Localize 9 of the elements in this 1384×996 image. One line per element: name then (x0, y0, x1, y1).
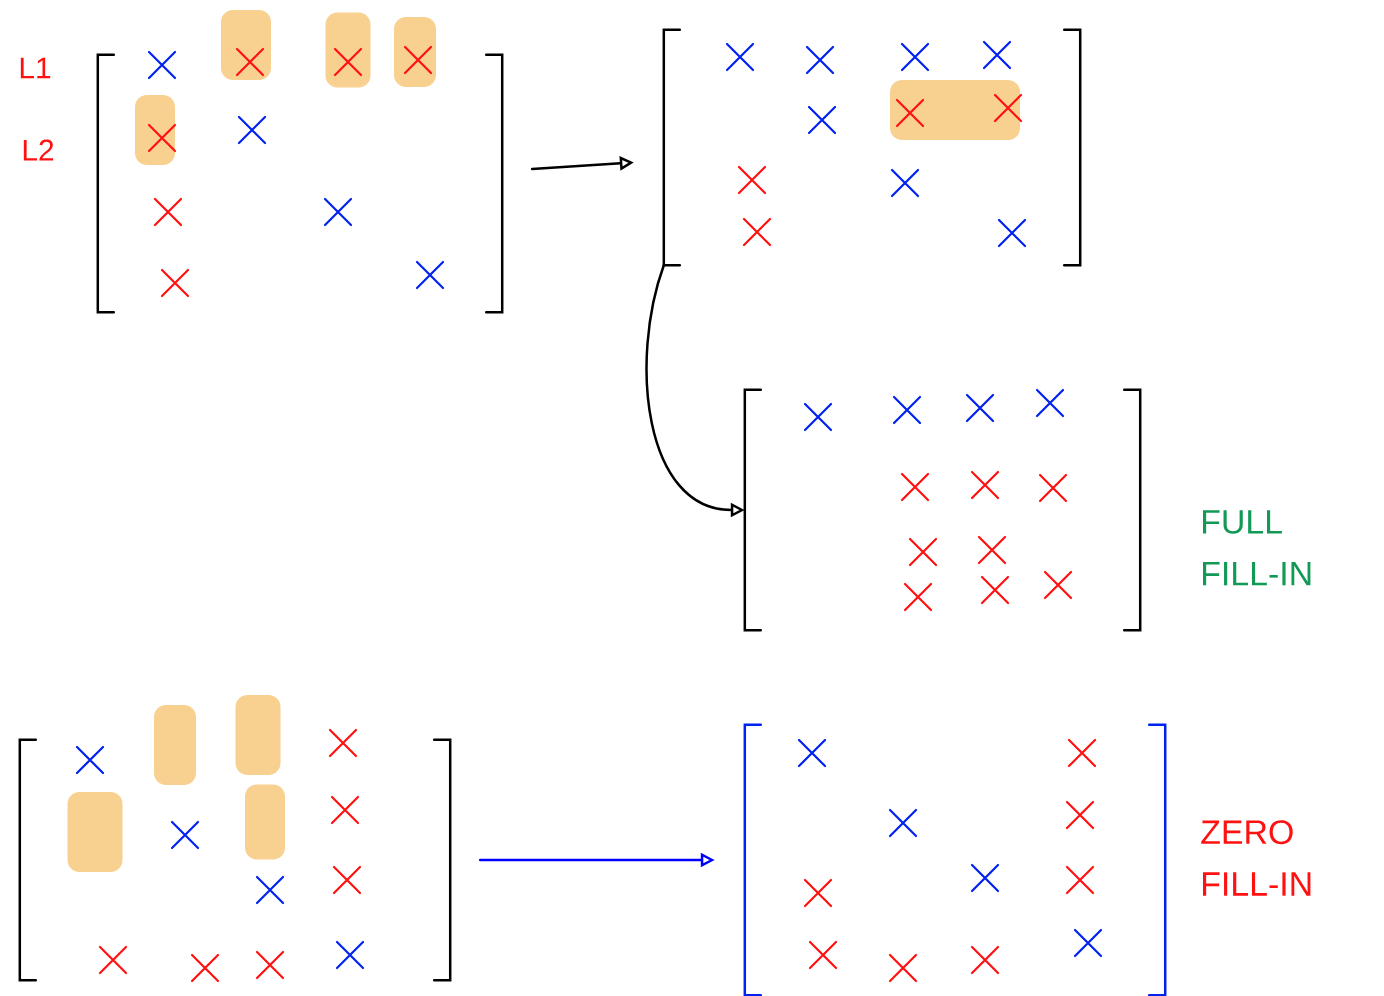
row-label: L2 (23, 139, 54, 161)
annotation-text: ZERO FILL-IN (1201, 820, 1311, 896)
matrix-brackets (18, 738, 452, 982)
matrix-brackets (96, 53, 504, 314)
row-label: L1 (20, 57, 51, 79)
matrix-brackets (662, 28, 1082, 267)
matrix-brackets (743, 388, 1142, 632)
annotation-text: FULL FILL-IN (1203, 510, 1311, 586)
matrix-brackets (743, 723, 1167, 996)
